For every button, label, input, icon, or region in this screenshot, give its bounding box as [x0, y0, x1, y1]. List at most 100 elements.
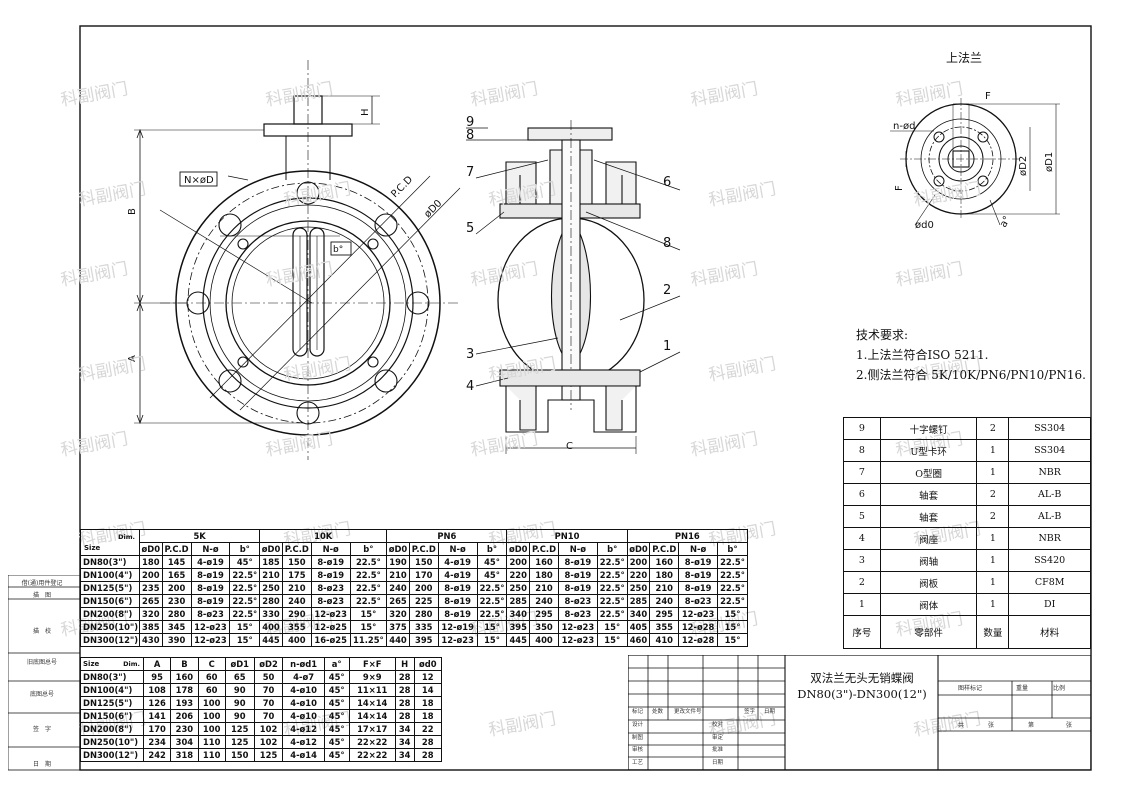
dim-value-cell: 34: [394, 735, 415, 749]
parts-header-row: 序号零部件数量材料: [843, 615, 1091, 649]
dim-size-cell: DN150(6"): [80, 709, 144, 723]
flange-size-cell: DN300(12"): [80, 633, 140, 647]
dim-labels: N×øD B A H C P.C.D øD0 b° F F n-ød øD2 ø…: [127, 91, 1055, 452]
notes-title: 技术要求:: [856, 328, 909, 342]
flange-subhead: øD0: [506, 542, 531, 556]
dim-label: Dim.: [118, 532, 135, 541]
parts-cell-mat: SS420: [1008, 549, 1091, 572]
dim-head: C: [197, 657, 226, 671]
flange-value-cell: 12-ø23: [558, 633, 598, 647]
dim-value-cell: 304: [170, 735, 199, 749]
flange-value-cell: 8-ø19: [558, 568, 598, 582]
flange-value-cell: 355: [649, 620, 680, 634]
flange-group-pn6: PN6: [386, 529, 508, 543]
flange-value-cell: 200: [408, 581, 439, 595]
callout-6: 6: [663, 175, 671, 190]
parts-cell-no: 1: [843, 593, 881, 616]
flange-value-cell: 8-ø23: [190, 607, 231, 621]
dim-value-cell: 4-ø14: [282, 748, 325, 762]
flange-value-cell: 375: [386, 620, 410, 634]
dim-value-cell: 141: [142, 709, 172, 723]
dim-value-cell: 318: [170, 748, 199, 762]
title-block: [628, 655, 1091, 770]
size-label: Size: [84, 543, 101, 552]
flange-value-cell: 22.5°: [596, 555, 628, 569]
dim-size-cell: DN100(4"): [80, 683, 144, 697]
flange-value-cell: 220: [626, 568, 651, 582]
flange-value-cell: 150: [281, 555, 312, 569]
flange-group-5k: 5K: [138, 529, 261, 543]
dim-value-cell: 95: [142, 670, 172, 684]
flange-subhead: P.C.D: [281, 542, 312, 556]
flange-subhead: N-ø: [190, 542, 231, 556]
callout-9: 9: [466, 115, 474, 130]
dim-head: F×F: [348, 657, 396, 671]
rev-head-doc: 更改文件号: [674, 709, 702, 715]
flange-value-cell: 8-ø23: [558, 594, 598, 608]
flange-value-cell: 22.5°: [476, 607, 508, 621]
flange-value-cell: 200: [626, 555, 651, 569]
parts-cell-mat: AL-B: [1008, 483, 1091, 506]
dim-value-cell: 45°: [323, 748, 350, 762]
flange-value-cell: 230: [161, 594, 192, 608]
flange-value-cell: 22.5°: [349, 555, 388, 569]
flange-value-cell: 12-ø28: [678, 620, 719, 634]
flange-value-cell: 400: [529, 633, 559, 647]
flange-size-cell: DN125(5"): [80, 581, 140, 595]
flange-value-cell: 15°: [476, 633, 508, 647]
flange-value-cell: 280: [161, 607, 192, 621]
dim-value-cell: 108: [142, 683, 172, 697]
flange-value-cell: 175: [281, 568, 312, 582]
flange-value-cell: 345: [161, 620, 192, 634]
dim-value-cell: 22×22: [348, 735, 396, 749]
dim-head: B: [170, 657, 199, 671]
parts-cell-qty: 1: [976, 571, 1010, 594]
flange-subhead: N-ø: [558, 542, 598, 556]
callout-7: 7: [466, 165, 474, 180]
role-label: 设计: [632, 722, 644, 728]
flange-value-cell: 22.5°: [349, 594, 388, 608]
dim-value-cell: 28: [413, 735, 443, 749]
label-f-side: F: [894, 185, 905, 191]
dim-size-cell: DN125(5"): [80, 696, 144, 710]
dim-value-cell: 4-ø10: [282, 709, 325, 723]
label-c: C: [566, 441, 573, 452]
flange-value-cell: 295: [529, 607, 559, 621]
flange-value-cell: 15°: [717, 620, 748, 634]
flange-value-cell: 265: [139, 594, 163, 608]
left-strip-label: 旧底图总号: [26, 659, 57, 666]
dim-value-cell: 4-ø10: [282, 683, 325, 697]
left-strip-label: 底图总号: [29, 691, 54, 698]
dim-value-cell: 230: [170, 722, 199, 736]
flange-value-cell: 445: [506, 633, 531, 647]
drawing-title-line2: DN80(3")-DN300(12"): [797, 687, 927, 701]
dim-value-cell: 170: [142, 722, 172, 736]
top-flange-view: [890, 98, 1060, 226]
dim-value-cell: 60: [197, 683, 226, 697]
callout-5: 5: [466, 221, 474, 236]
flange-value-cell: 22.5°: [229, 607, 261, 621]
dim-value-cell: 206: [170, 709, 199, 723]
dim-value-cell: 50: [253, 670, 284, 684]
flange-value-cell: 15°: [349, 607, 388, 621]
front-view: [134, 60, 461, 460]
flange-value-cell: 210: [259, 568, 283, 582]
dim-value-cell: 34: [394, 722, 415, 736]
flange-value-cell: 210: [281, 581, 312, 595]
flange-value-cell: 45°: [229, 555, 261, 569]
flange-value-cell: 22.5°: [476, 594, 508, 608]
parts-cell-no: 3: [843, 549, 881, 572]
flange-value-cell: 22.5°: [349, 581, 388, 595]
dim-value-cell: 70: [253, 709, 284, 723]
flange-value-cell: 22.5°: [596, 594, 628, 608]
